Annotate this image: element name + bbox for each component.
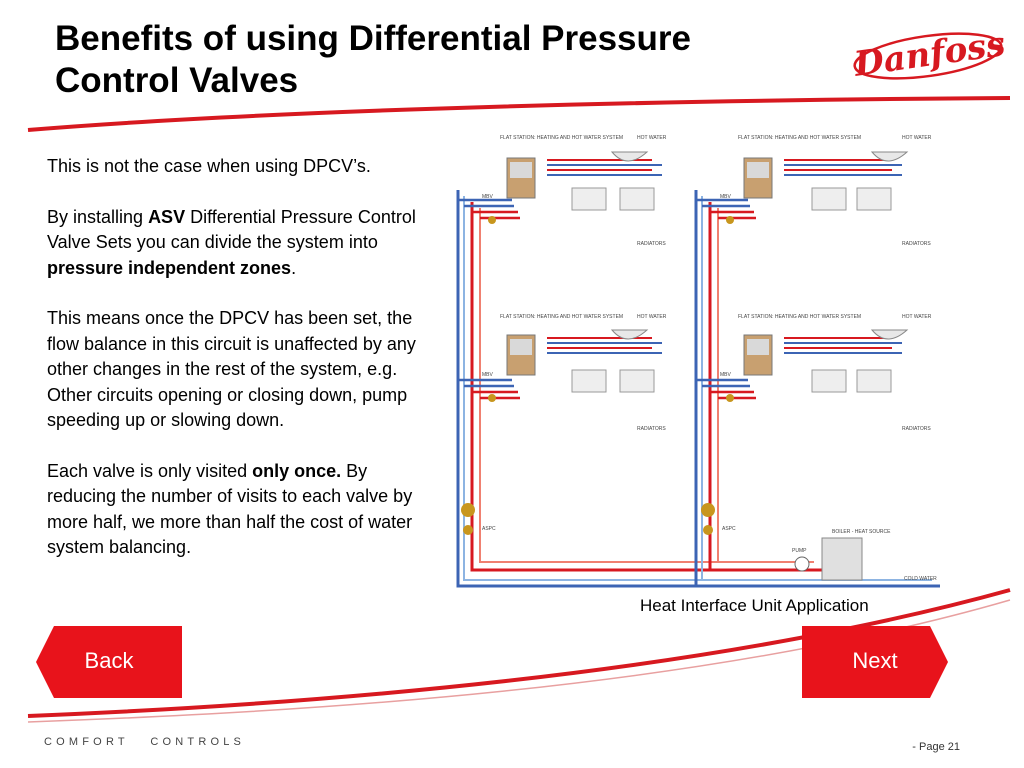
paragraph-2: By installing ASV Differential Pressure … <box>47 206 416 278</box>
danfoss-logo: Danfoss <box>851 24 1006 82</box>
radiator-icon <box>856 187 892 211</box>
mbv-valve-icon <box>488 216 496 224</box>
svg-text:PUMP: PUMP <box>792 548 807 554</box>
paragraph-4: Each valve is only visited only once. By… <box>47 460 413 558</box>
back-button-label: Back <box>84 648 134 673</box>
bathtub-icon <box>610 151 649 162</box>
paragraph-3: This means once the DPCV has been set, t… <box>47 308 416 430</box>
svg-text:MBV: MBV <box>720 194 732 200</box>
flat-station-unit-bl: FLAT STATION: HEATING AND HOT WATER SYST… <box>458 314 667 432</box>
mbv-valve-icon <box>488 394 496 402</box>
radiator-icon <box>619 187 655 211</box>
radiator-icon <box>571 369 607 393</box>
svg-text:ASPC: ASPC <box>482 526 496 532</box>
svg-text:RADIATORS: RADIATORS <box>902 241 931 247</box>
back-arrow-shape <box>36 626 182 698</box>
diagram-caption: Heat Interface Unit Application <box>640 596 869 615</box>
svg-text:COLD WATER: COLD WATER <box>904 576 937 582</box>
svg-text:HOT WATER: HOT WATER <box>902 314 932 320</box>
svg-text:FLAT STATION: HEATING AND HOT: FLAT STATION: HEATING AND HOT WATER SYST… <box>738 135 861 141</box>
logo-text: Danfoss <box>851 24 1006 82</box>
svg-text:FLAT STATION: HEATING AND HOT: FLAT STATION: HEATING AND HOT WATER SYST… <box>500 135 623 141</box>
mbv-valve-icon <box>726 216 734 224</box>
footer-brand: COMFORT CONTROLS <box>44 736 246 748</box>
asv-valve-right: ASPC <box>701 503 736 535</box>
boiler-unit: BOILER - HEAT SOURCE PUMP COLD WATER <box>792 529 937 582</box>
bathtub-icon <box>870 151 909 162</box>
asv-valve-left: ASPC <box>461 503 496 535</box>
svg-text:ASPC: ASPC <box>722 526 736 532</box>
next-button-label: Next <box>852 648 898 673</box>
next-arrow-shape <box>802 626 948 698</box>
title-line-1: Benefits of using Differential Pressure <box>55 19 691 58</box>
heating-system-diagram: FLAT STATION: HEATING AND HOT WATER SYST… <box>452 130 946 596</box>
svg-text:FLAT STATION: HEATING AND HOT: FLAT STATION: HEATING AND HOT WATER SYST… <box>738 314 861 320</box>
pump-icon <box>794 556 810 572</box>
svg-text:MBV: MBV <box>482 372 494 378</box>
page-number: - Page 21 <box>912 741 960 753</box>
flat-station-unit-br: FLAT STATION: HEATING AND HOT WATER SYST… <box>696 314 932 432</box>
flat-station-unit-tl: FLAT STATION: HEATING AND HOT WATER SYST… <box>458 135 667 247</box>
radiator-icon <box>811 187 847 211</box>
svg-text:RADIATORS: RADIATORS <box>637 426 666 432</box>
svg-text:HOT WATER: HOT WATER <box>902 135 932 141</box>
back-button[interactable]: Back <box>36 626 182 698</box>
paragraph-1: This is not the case when using DPCV’s. <box>47 156 371 176</box>
svg-text:MBV: MBV <box>720 372 732 378</box>
radiator-icon <box>571 187 607 211</box>
svg-text:MBV: MBV <box>482 194 494 200</box>
next-button[interactable]: Next <box>802 626 948 698</box>
bathtub-icon <box>610 329 649 340</box>
mbv-valve-icon <box>726 394 734 402</box>
svg-text:HOT WATER: HOT WATER <box>637 135 667 141</box>
svg-text:HOT WATER: HOT WATER <box>637 314 667 320</box>
svg-text:FLAT STATION: HEATING AND HOT: FLAT STATION: HEATING AND HOT WATER SYST… <box>500 314 623 320</box>
title-line-2: Control Valves <box>55 61 299 100</box>
svg-text:RADIATORS: RADIATORS <box>637 241 666 247</box>
slide-title: Benefits of using Differential Pressure … <box>55 18 815 102</box>
radiator-icon <box>619 369 655 393</box>
svg-text:BOILER - HEAT SOURCE: BOILER - HEAT SOURCE <box>832 529 891 535</box>
flat-station-unit-tr: FLAT STATION: HEATING AND HOT WATER SYST… <box>696 135 932 247</box>
radiator-icon <box>856 369 892 393</box>
body-text: This is not the case when using DPCV’s. … <box>47 154 419 586</box>
bathtub-icon <box>870 329 909 340</box>
radiator-icon <box>811 369 847 393</box>
svg-text:RADIATORS: RADIATORS <box>902 426 931 432</box>
